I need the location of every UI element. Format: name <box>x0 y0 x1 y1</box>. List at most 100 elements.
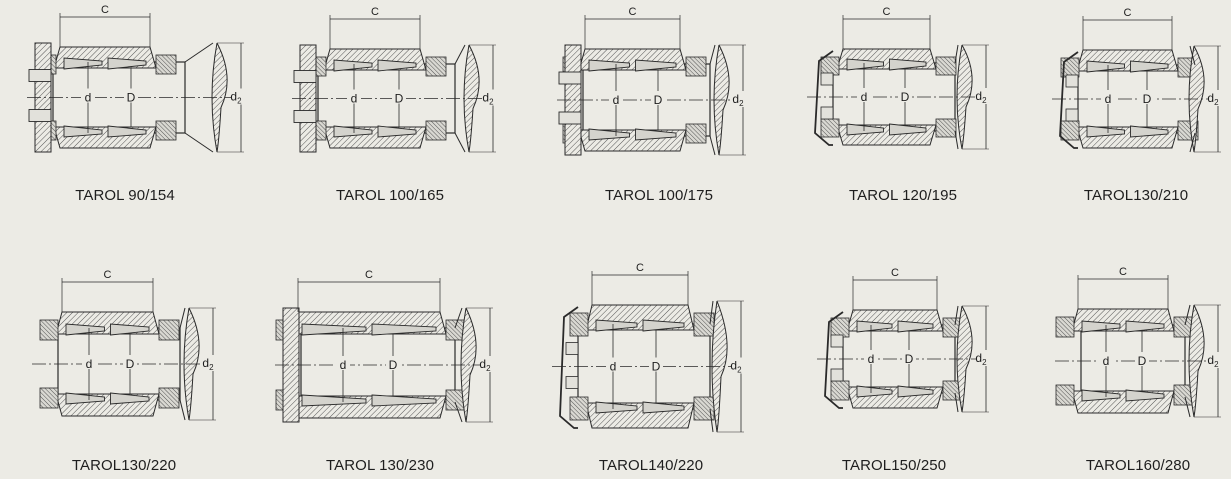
cap-bolt <box>28 69 52 82</box>
dim-D-label-bg <box>898 88 912 102</box>
cap-bolt <box>565 342 579 355</box>
cap-bolt <box>1065 108 1079 122</box>
seal-left-top <box>820 56 840 76</box>
dim-d-label: d <box>340 358 347 372</box>
roller-bottom <box>333 125 373 138</box>
shaft-edge-top <box>454 307 463 329</box>
dim-d2-label: d2 <box>230 90 242 106</box>
seal-right-bottom <box>155 120 177 141</box>
roller-top <box>107 57 147 70</box>
dim-d2-label: d2 <box>1207 91 1219 107</box>
dim-d-label-bg <box>347 89 361 104</box>
shaft-edge-bottom <box>709 135 716 156</box>
dim-c-label: C <box>1124 7 1132 19</box>
dim-d-label-bg <box>336 356 350 370</box>
bearing-caption-2: TAROL 100/165 <box>335 187 445 204</box>
dim-D-label: D <box>389 358 398 372</box>
seal-left-top <box>1055 316 1075 338</box>
dim-d2-label-bg <box>731 357 747 374</box>
roller-top <box>371 323 437 336</box>
roller-bottom <box>635 128 677 141</box>
cap-bolt <box>820 106 834 120</box>
roller-top <box>846 58 884 71</box>
bearing-caption-10: TAROL160/280 <box>1085 457 1191 474</box>
dim-d2-subscript: 2 <box>737 366 742 375</box>
dim-d2-label: d2 <box>732 92 744 108</box>
roller-top <box>63 57 103 70</box>
seal-left-bottom <box>1060 120 1080 141</box>
shaft-edge-bottom <box>709 408 714 433</box>
end-cap-dome <box>824 311 844 409</box>
dim-d2-label: d2 <box>975 351 987 367</box>
seal-left-top <box>39 319 59 341</box>
dim-c-label: C <box>101 4 109 16</box>
dim-D-label: D <box>127 91 136 105</box>
roller-bottom <box>856 385 893 398</box>
dim-d2-label-bg <box>483 89 499 106</box>
dim-c-label: C <box>883 6 891 18</box>
roller-bottom <box>642 401 685 414</box>
roller-top <box>635 59 677 72</box>
seal-left-bottom <box>1055 384 1075 406</box>
cap-bolt <box>293 70 317 83</box>
dim-d-label-bg <box>609 91 623 105</box>
roller-bottom <box>897 385 934 398</box>
bearing-caption-9: TAROL150/250 <box>841 457 947 474</box>
roller-top <box>1130 60 1169 73</box>
roller-bottom <box>301 394 367 407</box>
dim-d2-subscript: 2 <box>982 96 987 105</box>
seal-right-top <box>155 54 177 75</box>
dim-D-label: D <box>395 92 404 106</box>
dim-d-label: d <box>86 357 93 371</box>
dim-d-label: d <box>85 91 92 105</box>
dim-c-label: C <box>629 6 637 18</box>
roller-top <box>1081 320 1121 333</box>
dim-d-label-bg <box>864 350 878 364</box>
dim-c-label: C <box>365 269 373 281</box>
bearing-caption-1: TAROL 90/154 <box>75 187 175 204</box>
cap-bolt <box>28 109 52 122</box>
dim-D-label-bg <box>123 355 137 369</box>
seal-left-bottom <box>39 387 59 409</box>
shaft-edge-top <box>709 44 716 65</box>
bearing-caption-4: TAROL 120/195 <box>848 187 958 204</box>
shaft-edge-bottom <box>454 132 466 153</box>
dim-d2-subscript: 2 <box>982 358 987 367</box>
shaft-edge-top <box>1189 45 1196 66</box>
roller-bottom <box>1081 389 1121 402</box>
seal-right-bottom <box>158 387 180 409</box>
dim-d-label-bg <box>81 88 95 103</box>
roller-top <box>642 319 685 332</box>
dim-d2-label: d2 <box>975 89 987 105</box>
cap-bolt <box>558 111 582 125</box>
seal-left-bottom <box>569 396 589 421</box>
seal-left-top <box>830 317 850 338</box>
dim-D-label-bg <box>386 356 400 370</box>
dim-d-label-bg <box>1101 90 1115 104</box>
shaft-edge-top <box>184 42 214 63</box>
dim-D-label: D <box>654 93 663 107</box>
roller-top <box>1125 320 1165 333</box>
dim-d-label-bg <box>82 355 96 369</box>
dim-d2-label: d2 <box>730 359 742 375</box>
dim-D-label-bg <box>392 89 406 104</box>
dim-d2-label-bg <box>1208 90 1224 106</box>
dim-c-label: C <box>104 269 112 281</box>
roller-top <box>856 320 893 333</box>
dim-D-label-bg <box>651 91 665 105</box>
seal-right-bottom <box>685 123 707 144</box>
seal-right-top <box>158 319 180 341</box>
dim-d-label-bg <box>1099 352 1113 366</box>
roller-bottom <box>1086 125 1125 138</box>
dim-d-label: d <box>861 90 868 104</box>
dim-d-label-bg <box>857 88 871 102</box>
bearing-caption-7: TAROL 130/230 <box>325 457 435 474</box>
dim-c-label: C <box>1119 266 1127 278</box>
roller-bottom <box>595 401 638 414</box>
